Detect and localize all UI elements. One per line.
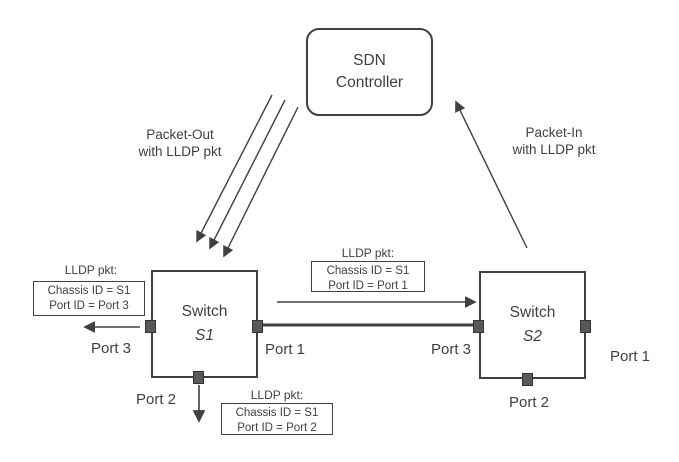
packet-out-label-line2: with LLDP pkt <box>138 144 222 159</box>
packet-out-label-line1: Packet-Out <box>146 127 214 142</box>
sdn-controller-node: SDN Controller <box>306 28 433 116</box>
lldp-bottom-port: Port ID = Port 2 <box>237 422 317 434</box>
lldp-middle-title: LLDP pkt: <box>341 246 395 260</box>
s1-port3-label: Port 3 <box>90 340 132 357</box>
s2-port3-connector <box>473 320 484 333</box>
lldp-left-title: LLDP pkt: <box>64 263 118 277</box>
packet-out-arrow-1 <box>196 94 273 243</box>
lldp-bottom-chassis: Chassis ID = S1 <box>235 407 319 419</box>
packet-out-arrow-3 <box>223 106 299 258</box>
s2-port2-connector <box>522 373 533 386</box>
lldp-bottom-title: LLDP pkt: <box>250 388 304 402</box>
s1-port2-connector <box>193 371 204 384</box>
controller-label-line1: SDN <box>353 52 386 69</box>
packet-in-label-line2: with LLDP pkt <box>512 142 596 157</box>
packet-in-label-line1: Packet-In <box>525 125 583 140</box>
s2-port2-label: Port 2 <box>508 394 550 411</box>
s2-port3-label: Port 3 <box>430 341 472 358</box>
packet-in-arrow <box>455 100 528 249</box>
switch-s2-label: Switch <box>509 304 556 321</box>
lldp-left-port: Port ID = Port 3 <box>49 300 129 312</box>
lldp-middle-chassis: Chassis ID = S1 <box>326 265 410 277</box>
s2-port1-label: Port 1 <box>609 348 651 365</box>
switch-s1-node: Switch S1 <box>151 270 258 378</box>
lldp-left-chassis: Chassis ID = S1 <box>47 285 131 297</box>
packet-out-label: Packet-Out with LLDP pkt <box>125 126 235 160</box>
controller-label-line2: Controller <box>335 74 404 91</box>
switch-s1-label: Switch <box>181 303 228 320</box>
switch-s2-id: S2 <box>523 328 542 345</box>
s2-port1-connector <box>580 320 591 333</box>
lldp-bottom-box: Chassis ID = S1 Port ID = Port 2 <box>221 403 333 435</box>
packet-in-label: Packet-In with LLDP pkt <box>498 124 610 158</box>
packet-out-arrow-2 <box>209 99 286 250</box>
switch-s1-id: S1 <box>195 327 214 344</box>
lldp-left-box: Chassis ID = S1 Port ID = Port 3 <box>33 281 145 316</box>
s1-port2-label: Port 2 <box>135 391 177 408</box>
s1-port1-connector <box>252 320 263 333</box>
switch-s2-node: Switch S2 <box>479 271 586 379</box>
s1-port3-connector <box>145 320 156 333</box>
s1-port1-label: Port 1 <box>264 341 306 358</box>
lldp-middle-port: Port ID = Port 1 <box>328 280 408 292</box>
lldp-middle-box: Chassis ID = S1 Port ID = Port 1 <box>311 261 425 292</box>
